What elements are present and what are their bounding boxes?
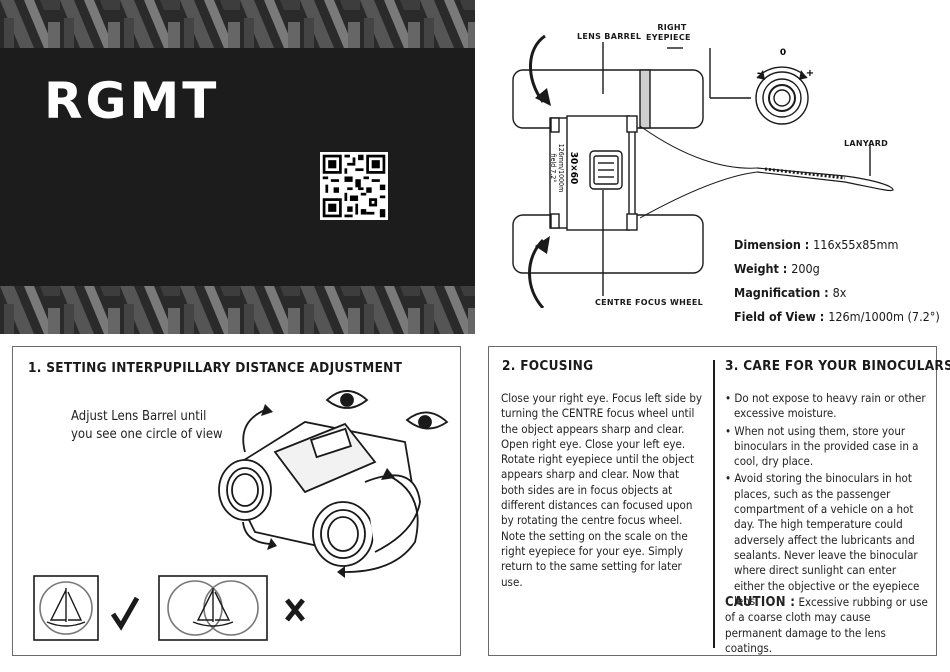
spec-dimension: Dimension : 116x55x85mm <box>734 237 899 252</box>
dial-zero-mark: 0 <box>780 48 786 58</box>
view-comparison <box>33 575 305 641</box>
caution-label: CAUTION : <box>725 595 796 610</box>
care-item: Do not expose to heavy rain or other exc… <box>725 391 929 422</box>
label-lanyard: LANYARD <box>844 139 889 148</box>
column-divider <box>713 360 715 648</box>
label-right-eyepiece-1: RIGHT <box>657 23 687 32</box>
dial-minus-mark: - <box>757 68 761 79</box>
binocular-diagram: 30×60 126mm/1000m field 7.2° 0 - + <box>512 34 894 308</box>
spec-magnification: Magnification : 8x <box>734 285 847 300</box>
label-lens-barrel: LENS BARREL <box>577 32 642 41</box>
dial-plus-mark: + <box>806 68 814 79</box>
cover-panel: RGMT <box>0 0 475 334</box>
spec-weight: Weight : 200g <box>734 261 820 276</box>
bridge-field-text-1: 126mm/1000m <box>557 144 565 193</box>
caution-note: CAUTION : Excessive rubbing or use of a … <box>725 595 929 656</box>
bottom-pattern-band <box>0 286 475 334</box>
interpupillary-illustration <box>218 390 449 578</box>
care-item: When not using them, store your binocula… <box>725 424 929 470</box>
label-centre-focus-wheel: CENTRE FOCUS WHEEL <box>595 298 704 307</box>
section2-body: Close your right eye. Focus left side by… <box>501 391 703 589</box>
top-pattern-band <box>0 0 475 48</box>
care-item: Avoid storing the binoculars in hot plac… <box>725 471 929 609</box>
section1-heading: 1. SETTING INTERPUPILLARY DISTANCE ADJUS… <box>28 360 403 376</box>
care-list: Do not expose to heavy rain or other exc… <box>725 391 929 611</box>
spec-field-of-view: Field of View : 126m/1000m (7.2°) <box>734 309 940 324</box>
section2-heading: 2. FOCUSING <box>502 358 594 374</box>
caution-text: Excessive rubbing or use of a coarse clo… <box>725 595 928 655</box>
section3-heading: 3. CARE FOR YOUR BINOCULARS <box>725 358 950 374</box>
bridge-model-text: 30×60 <box>568 152 579 185</box>
section1-instruction: Adjust Lens Barrel until you see one cir… <box>71 409 223 442</box>
qr-code <box>320 152 388 220</box>
correct-view-frame <box>33 575 99 641</box>
label-right-eyepiece-2: EYEPIECE <box>646 33 691 42</box>
bridge-field-text-2: field 7.2° <box>549 154 557 183</box>
brand-logo: RGMT <box>44 72 220 130</box>
incorrect-view-frame <box>158 575 268 641</box>
